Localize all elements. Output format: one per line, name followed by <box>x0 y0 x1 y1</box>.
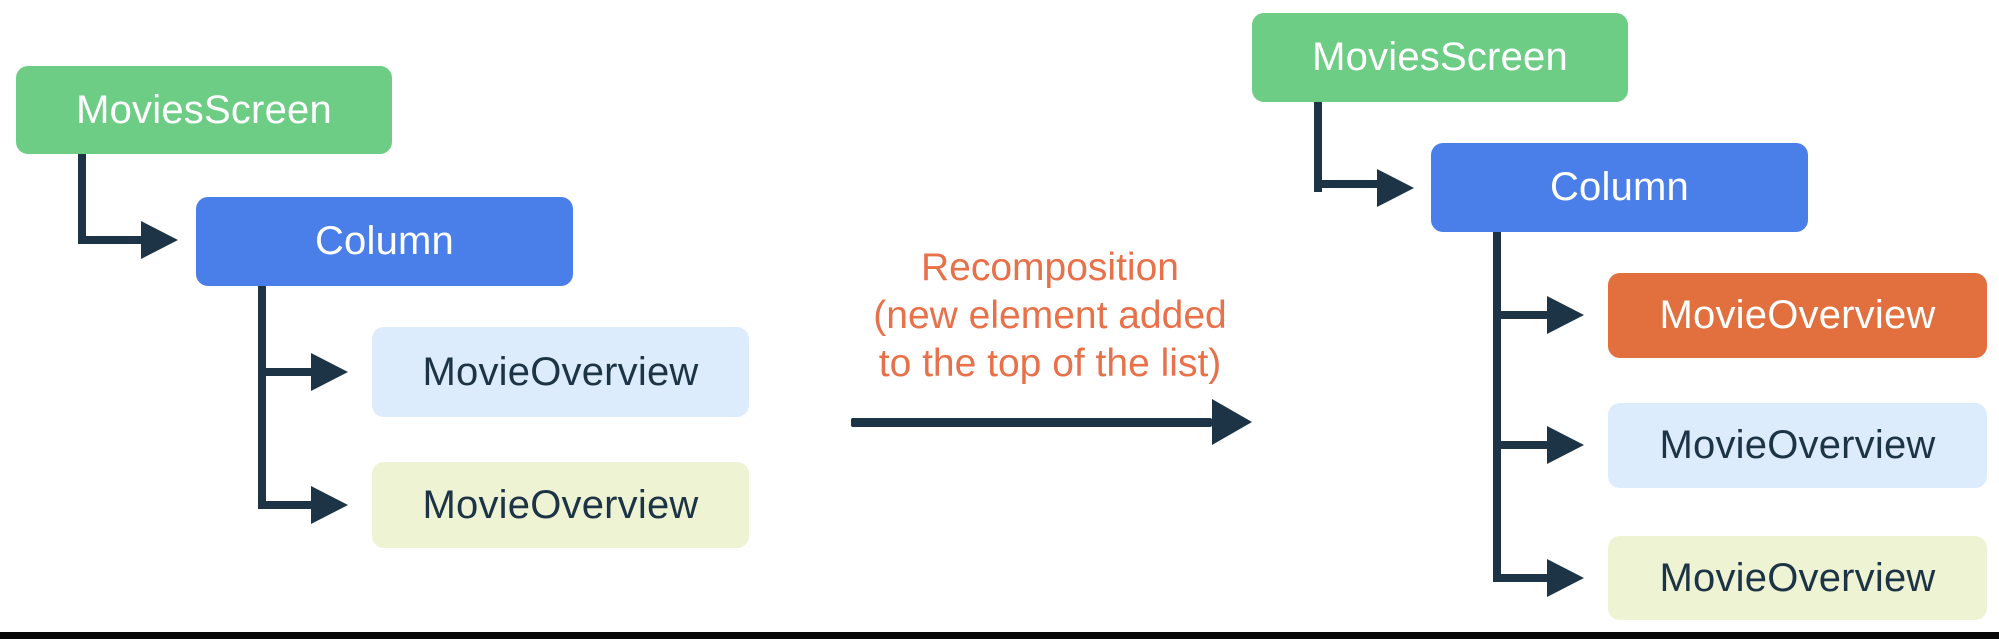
right-connector-child3-horizontal <box>1493 574 1547 582</box>
right-movieoverview-3-node: MovieOverview <box>1608 536 1987 620</box>
right-connector-child2-horizontal <box>1493 441 1547 449</box>
right-moviesscreen-node: MoviesScreen <box>1252 13 1628 102</box>
right-connector-column-children-vertical <box>1493 232 1501 582</box>
arrow-head-icon <box>1547 296 1584 334</box>
right-movieoverview-2-node: MovieOverview <box>1608 403 1987 488</box>
right-connector-screen-column-horizontal <box>1314 180 1377 188</box>
left-connector-screen-column-horizontal <box>78 236 141 244</box>
right-column-node: Column <box>1431 143 1808 232</box>
arrow-head-icon <box>311 353 348 391</box>
transition-caption-line: Recomposition <box>921 246 1179 289</box>
transition-arrow-head-icon <box>1212 399 1252 445</box>
transition-caption-line: (new element added <box>873 294 1227 337</box>
transition-caption: Recomposition (new element added to the … <box>790 244 1310 388</box>
arrow-head-icon <box>141 221 178 259</box>
right-connector-screen-column-vertical <box>1314 102 1322 192</box>
arrow-head-icon <box>1547 559 1584 597</box>
arrow-head-icon <box>311 486 348 524</box>
left-movieoverview-2-node: MovieOverview <box>372 462 749 548</box>
right-movieoverview-new-node: MovieOverview <box>1608 273 1987 358</box>
left-connector-child2-horizontal <box>258 501 311 509</box>
transition-caption-line: to the top of the list) <box>878 342 1222 385</box>
left-connector-column-children-vertical <box>258 286 266 509</box>
left-moviesscreen-node: MoviesScreen <box>16 66 392 154</box>
transition-arrow-shaft <box>851 418 1212 427</box>
bottom-edge-bar <box>0 632 1999 639</box>
arrow-head-icon <box>1377 169 1414 207</box>
right-connector-child1-horizontal <box>1493 311 1547 319</box>
left-column-node: Column <box>196 197 573 286</box>
left-connector-screen-column-vertical <box>78 154 86 244</box>
arrow-head-icon <box>1547 426 1584 464</box>
left-connector-child1-horizontal <box>258 368 311 376</box>
left-movieoverview-1-node: MovieOverview <box>372 327 749 417</box>
